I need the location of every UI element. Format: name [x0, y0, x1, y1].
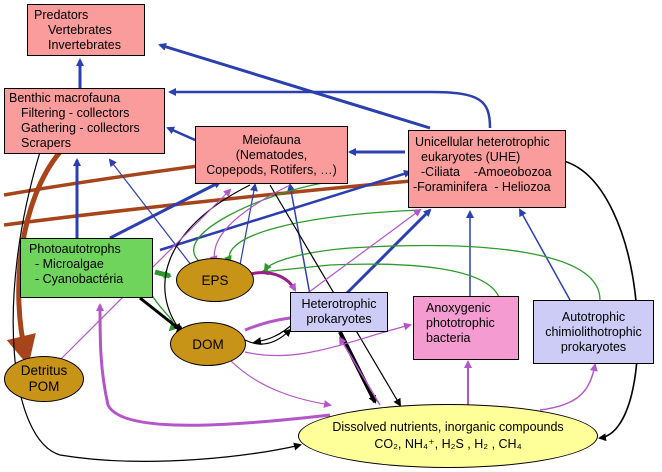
node-meiofauna: Meiofauna (Nematodes, Copepods, Rotifers…	[195, 126, 348, 184]
uhe-line-1: Unicellular heterotrophic	[415, 135, 550, 149]
arrow-photo-dom-green	[149, 291, 178, 332]
arrow-auto-uhe	[519, 208, 571, 301]
arrow-photo-dom-black	[139, 296, 185, 334]
node-detritus-pom: Detritus POM	[4, 356, 84, 402]
arrow-hetero-uhe-mag	[304, 208, 422, 296]
meiofauna-line-1: Meiofauna	[242, 132, 301, 147]
benthic-line-4: Scrapers	[21, 136, 72, 150]
auto-line-2: chimiolithotrophic	[545, 324, 642, 339]
anoxy-line-1: Anoxygenic	[426, 301, 491, 315]
arrow-uhe-predators	[158, 42, 431, 130]
arrow-meio-benthic	[166, 126, 196, 142]
arrow-meio-eps-green	[193, 181, 331, 270]
node-anoxygenic-bacteria: Anoxygenic phototrophic bacteria	[413, 296, 519, 360]
anoxy-line-2: phototrophic	[426, 316, 495, 330]
arrow-benthic-dissolved-loop	[12, 151, 302, 462]
arrow-photo-eps-thick	[154, 269, 172, 279]
arrow-eps-benthic	[108, 158, 196, 271]
meiofauna-line-2: (Nematodes,	[235, 147, 308, 162]
arrow-dissolved-photo	[96, 303, 331, 427]
photo-line-3: - Cyanobactéria	[35, 272, 124, 286]
arrow-hetero-meio	[287, 183, 311, 296]
eps-label: EPS	[201, 272, 229, 288]
hetero-line-2: prokaryotes	[306, 312, 372, 326]
dissolved-line-2: CO₂, NH₄⁺, H₂S , H₂ , CH₄	[374, 437, 522, 451]
arrow-meio-dom-black	[164, 184, 251, 332]
anoxy-line-3: bacteria	[426, 331, 471, 345]
dissolved-line-1: Dissolved nutrients, inorganic compounds	[332, 420, 564, 434]
uhe-line-3: -Ciliata -Amoeobozoa	[421, 165, 552, 179]
arrow-dom-dissolved	[229, 359, 332, 408]
arrow-meio-eps-mag	[209, 184, 291, 264]
predators-line-1: Predators	[34, 8, 89, 22]
node-dissolved-nutrients: Dissolved nutrients, inorganic compounds…	[298, 404, 598, 468]
node-benthic-macrofauna: Benthic macrofauna Filtering - collector…	[4, 88, 165, 154]
node-photoautotrophs: Photoautotrophs - Microalgae - Cyanobact…	[20, 238, 153, 298]
detritus-line-2: POM	[28, 379, 60, 394]
arrow-uhe-dissolved-loop	[559, 159, 639, 442]
uhe-line-4: -Foraminifera - Heliozoa	[413, 180, 551, 194]
predators-line-3: Invertebrates	[48, 38, 121, 52]
arrow-dissolved-hetero	[338, 336, 381, 406]
predators-line-2: Vertebrates	[48, 23, 112, 37]
hetero-line-1: Heterotrophic	[301, 297, 377, 311]
auto-line-3: prokaryotes	[560, 339, 627, 354]
arrow-uhe-eps-green	[224, 209, 421, 264]
node-dom: DOM	[170, 322, 246, 366]
auto-line-1: Autotrophic	[561, 309, 626, 324]
benthic-line-1: Benthic macrofauna	[9, 91, 121, 105]
arrow-anoxy-eps-green	[260, 263, 501, 301]
node-eps: EPS	[176, 258, 254, 302]
arrow-hetero-uhe	[343, 208, 432, 297]
photo-line-2: - Microalgae	[35, 257, 104, 271]
uhe-line-2: eukaryotes (UHE)	[421, 150, 521, 164]
arrow-dom-hetero	[244, 328, 292, 345]
meiofauna-line-3: Copepods, Rotifers, …)	[206, 162, 337, 177]
arrow-uhe-benthic-loop	[168, 88, 492, 129]
arrow-brown-uhe-benthic	[3, 173, 481, 227]
arrow-dom-anoxy	[244, 322, 412, 357]
arrow-dissolved-auto	[539, 363, 598, 411]
node-uhe: Unicellular heterotrophic eukaryotes (UH…	[408, 130, 566, 208]
arrow-photo-meio	[109, 180, 222, 240]
node-predators: Predators Vertebrates Invertebrates	[27, 4, 145, 56]
dom-label: DOM	[192, 336, 224, 352]
arrow-auto-eps-green	[263, 244, 601, 301]
detritus-line-1: Detritus	[20, 363, 68, 378]
node-autotrophic-prokaryotes: Autotrophic chimiolithotrophic prokaryot…	[533, 300, 654, 364]
arrow-eps-meio	[239, 183, 258, 266]
benthic-line-3: Gathering - collectors	[21, 121, 140, 135]
benthic-line-2: Filtering - collectors	[21, 106, 130, 120]
node-heterotrophic-prokaryotes: Heterotrophic prokaryotes	[290, 292, 388, 332]
photo-line-1: Photoautotrophs	[29, 242, 121, 256]
